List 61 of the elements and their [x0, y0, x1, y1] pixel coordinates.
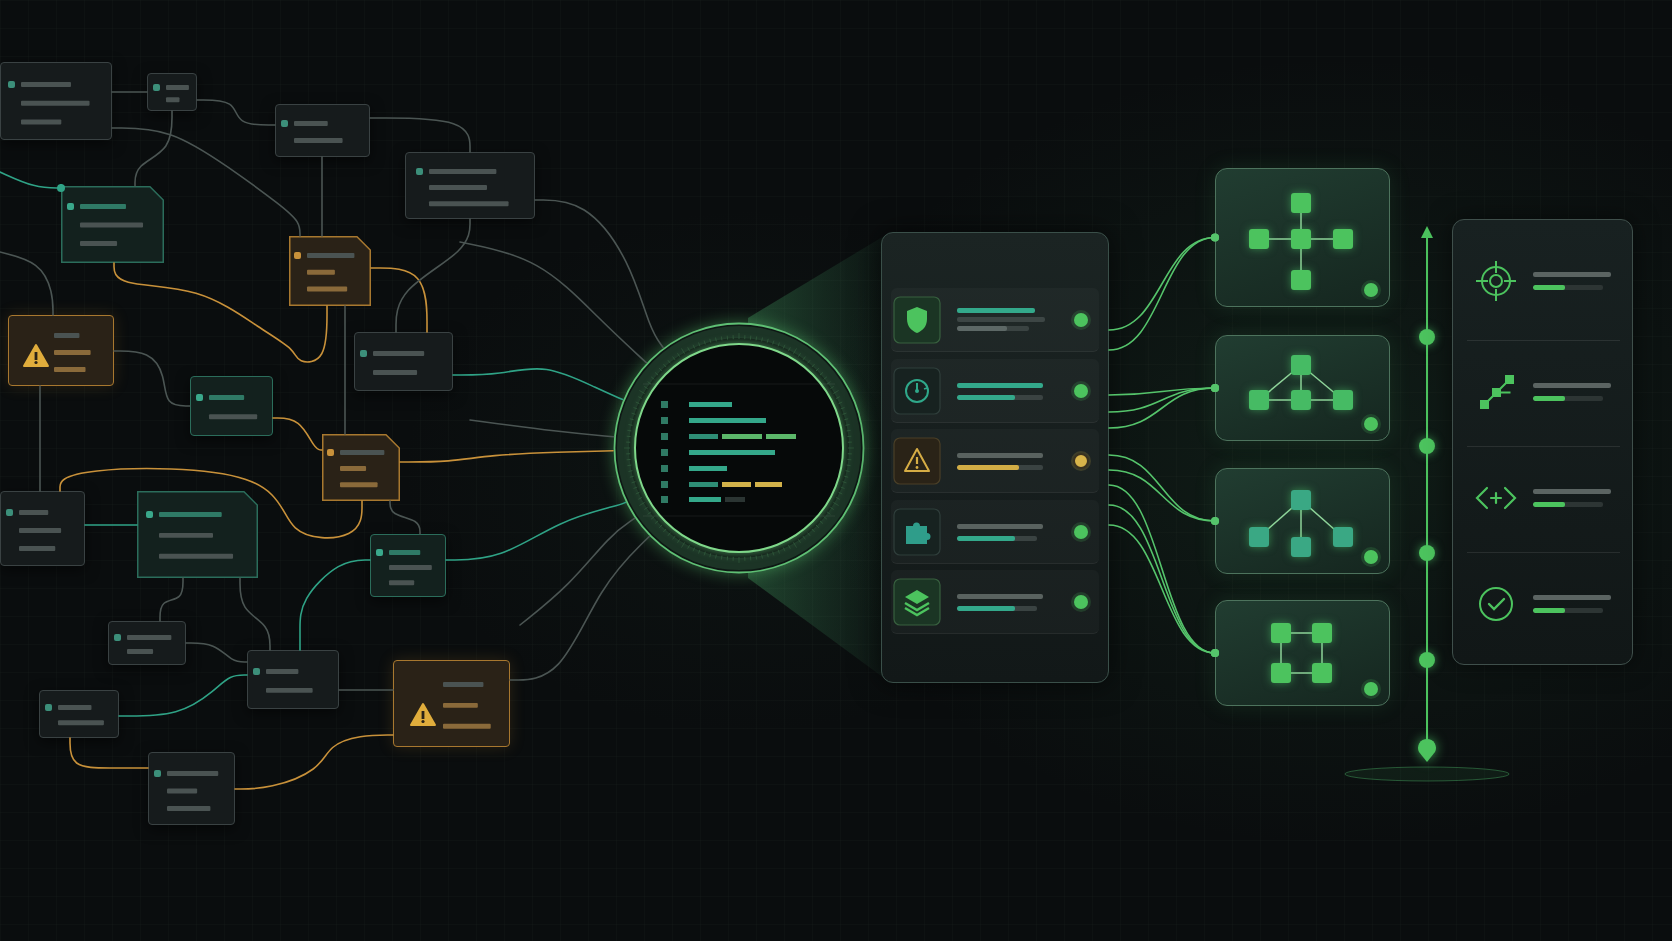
connector-line [185, 642, 248, 663]
graph-card [1215, 335, 1390, 441]
connector-line [389, 500, 421, 535]
connector-line [59, 467, 363, 539]
graph-card [1215, 168, 1390, 307]
connector-line [111, 91, 148, 93]
connector-line [1108, 233, 1220, 351]
network-card [39, 690, 119, 738]
connector-line [369, 117, 471, 153]
connector-line [459, 241, 648, 364]
warning-card [393, 660, 510, 747]
network-card [148, 752, 235, 825]
network-card [137, 491, 258, 578]
network-card [247, 650, 339, 709]
connector-line [1108, 469, 1220, 526]
connector-line [399, 450, 614, 463]
connector-line [84, 524, 138, 526]
connector-line [452, 367, 624, 401]
network-card [61, 186, 164, 263]
connector-line [113, 350, 191, 407]
connector-line [1108, 383, 1220, 429]
list-panel [881, 232, 1109, 683]
connector-line [0, 251, 54, 316]
connector-line [272, 417, 323, 451]
connector-line [395, 218, 471, 333]
connector-line [118, 674, 248, 717]
connector-line [239, 577, 271, 651]
network-card [190, 376, 273, 436]
network-card [0, 62, 112, 140]
connector-line [159, 577, 184, 622]
connector-line [509, 535, 651, 681]
network-card [405, 152, 535, 219]
connector-line [39, 385, 41, 492]
connector-line [534, 199, 664, 349]
connector-line [69, 737, 149, 769]
connector-line [469, 419, 615, 438]
connector-line [338, 689, 394, 691]
connector-line [344, 305, 346, 435]
network-card [108, 621, 186, 665]
connector-line [321, 156, 323, 237]
network-card [147, 73, 197, 111]
network-card [354, 332, 453, 391]
network-card [370, 534, 446, 597]
connector-line [445, 501, 627, 561]
connector-line [134, 110, 173, 187]
connector-line [519, 517, 636, 626]
connector-line [196, 99, 276, 126]
warning-card [8, 315, 114, 386]
connector-line [299, 559, 371, 651]
network-card [275, 104, 370, 157]
connector-line [370, 267, 428, 333]
connector-line [113, 262, 328, 363]
graph-card [1215, 468, 1390, 574]
graph-card [1215, 600, 1390, 706]
connector-line [111, 127, 301, 237]
network-card [322, 434, 400, 501]
connector-line [234, 734, 394, 790]
network-card [289, 236, 371, 306]
network-card [0, 491, 85, 566]
light-cone [748, 236, 884, 678]
connector-line [0, 171, 66, 193]
